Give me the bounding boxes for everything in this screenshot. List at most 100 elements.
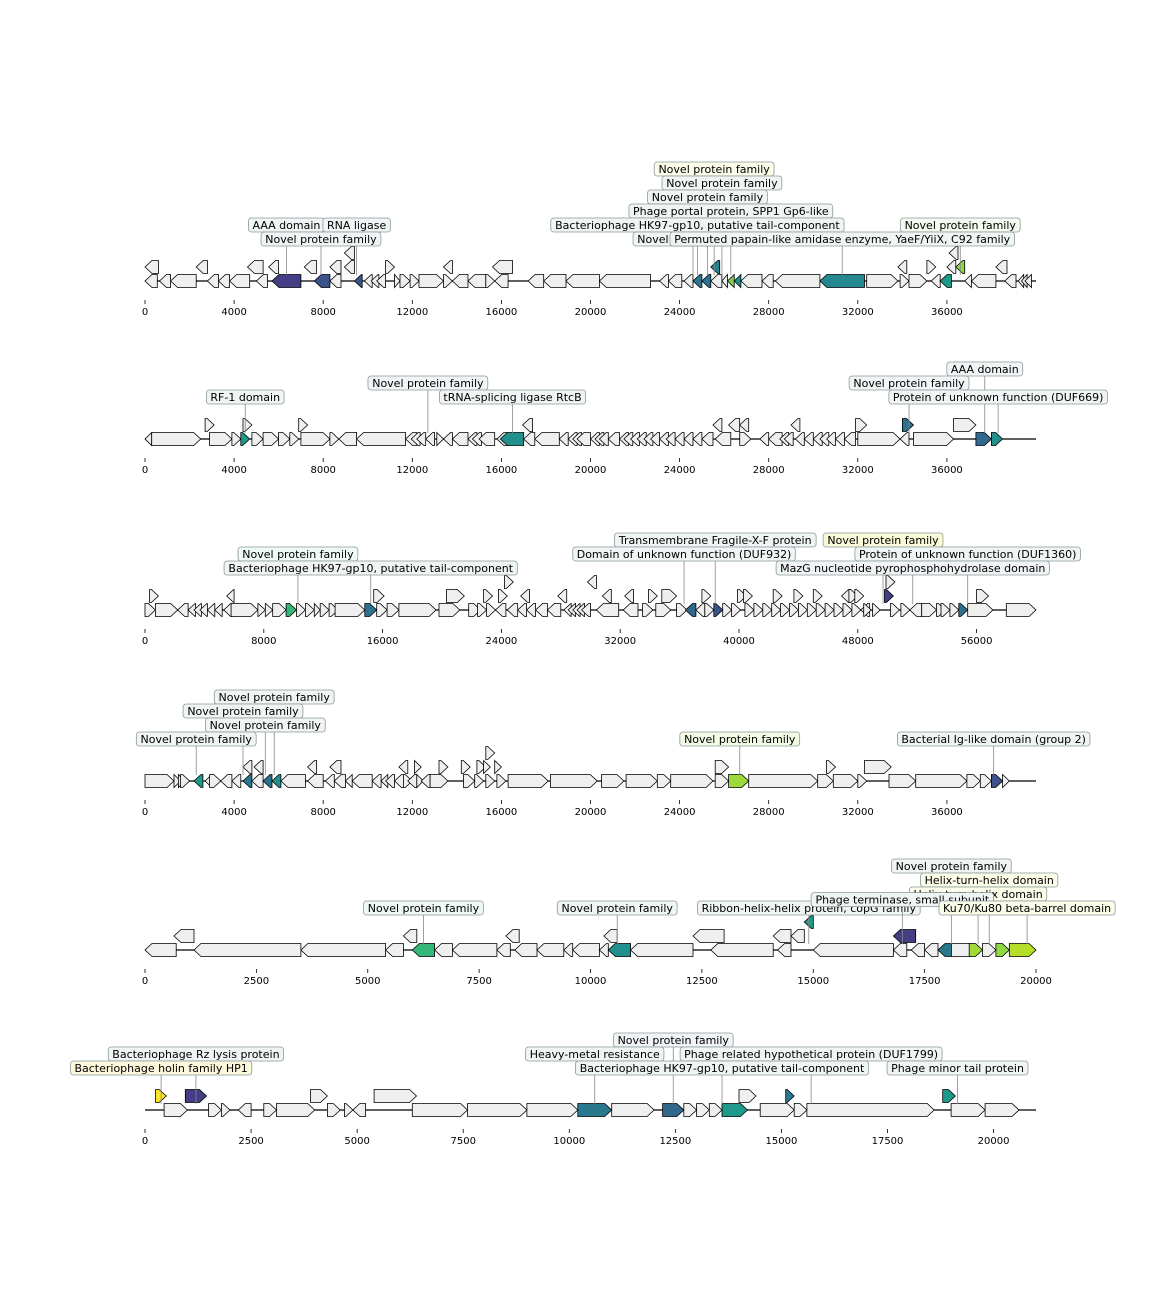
gene-arrow: [494, 603, 507, 617]
gene-arrow: [692, 929, 725, 943]
label-box: [888, 389, 1108, 405]
gene-annotation-label: Novel protein family: [182, 703, 304, 775]
gene-arrow: [748, 774, 819, 788]
gene-arrow: [208, 1103, 222, 1117]
label-text: Novel protein family: [187, 705, 299, 718]
gene-arrow: [209, 774, 222, 788]
gene-arrow: [300, 943, 387, 957]
gene-arrow: [964, 273, 972, 289]
label-text: Phage related hypothetical protein (DUF1…: [684, 1048, 938, 1061]
gene-arrow: [924, 943, 939, 957]
gene-arrow: [226, 589, 235, 603]
label-text: AAA domain: [253, 219, 321, 232]
gene-arrow: [683, 1103, 698, 1117]
axis-tick-label: 12000: [396, 307, 428, 318]
gene-arrow: [476, 760, 487, 774]
gene-arrow: [728, 418, 741, 432]
gene-arrow: [926, 260, 937, 274]
gene-arrow: [667, 274, 683, 288]
axis-tick-label: 28000: [753, 465, 785, 476]
label-text: Novel protein family: [652, 191, 764, 204]
gene-arrow: [497, 589, 508, 603]
label-box: [679, 731, 801, 747]
axis-tick-label: 24000: [664, 307, 696, 318]
gene-arrow: [565, 274, 600, 288]
label-box: [896, 731, 1091, 747]
gene-arrow: [909, 603, 923, 617]
gene-arrow: [1005, 603, 1037, 617]
label-text: Novel protein family: [372, 377, 484, 390]
gene-arrow: [376, 274, 387, 288]
gene-arrow: [442, 432, 453, 446]
gene-arrow: [499, 432, 525, 446]
gene-arrow: [857, 432, 901, 446]
gene-arrow: [300, 432, 331, 446]
axis-tick-label: 16000: [485, 307, 517, 318]
gene-arrow: [851, 603, 862, 617]
gene-arrow: [496, 943, 511, 957]
gene-arrow: [863, 603, 872, 617]
label-text: Novel protein family: [562, 902, 674, 915]
gene-arrow: [674, 432, 685, 446]
gene-arrow: [958, 603, 969, 617]
gene-arrow: [414, 759, 422, 775]
gene-arrow: [438, 760, 449, 774]
gene-arrow: [899, 432, 910, 446]
gene-arrow: [659, 432, 669, 446]
label-text: Novel protein family: [658, 163, 770, 176]
label-text: Ku70/Ku80 beta-barrel domain: [943, 902, 1111, 915]
gene-arrow: [485, 274, 496, 288]
gene-arrow: [794, 432, 805, 446]
gene-arrow: [402, 929, 418, 943]
gene-arrow: [888, 774, 917, 788]
gene-arrow: [144, 774, 175, 788]
gene-arrow: [832, 774, 859, 788]
gene-annotation-label: Bacteriophage HK97-gp10, putative tail-c…: [574, 1060, 870, 1104]
gene-arrow: [815, 603, 826, 617]
axis-tick-label: 10000: [553, 1136, 585, 1147]
gene-arrow: [834, 432, 845, 446]
gene-arrow: [885, 575, 896, 589]
gene-arrow: [976, 589, 990, 603]
gene-annotation-label: Novel protein family: [204, 717, 326, 775]
gene-arrow: [642, 603, 654, 617]
gene-arrow: [307, 760, 317, 774]
gene-arrow: [966, 774, 981, 788]
gene-arrow: [586, 575, 597, 589]
gene-arrow: [623, 432, 634, 446]
gene-arrow: [363, 274, 373, 288]
gene-arrow: [696, 1103, 710, 1117]
gene-arrow: [567, 603, 576, 617]
gene-arrow: [714, 760, 730, 774]
gene-arrow: [704, 603, 715, 617]
gene-annotation-label: Novel protein family: [661, 175, 783, 275]
gene-arrow: [214, 603, 223, 617]
axis-tick-label: 5000: [344, 1136, 369, 1147]
gene-arrow: [144, 260, 159, 274]
gene-arrow: [173, 773, 182, 789]
gene-arrow: [731, 603, 742, 617]
gene-arrow: [872, 603, 881, 617]
label-text: Transmembrane Fragile-X-F protein: [618, 534, 812, 547]
label-text: Bacteriophage HK97-gp10, putative tail-c…: [555, 219, 840, 232]
gene-arrow: [740, 274, 763, 288]
label-box: [204, 717, 326, 733]
gene-arrow: [144, 943, 177, 957]
gene-annotation-label: Novel protein family: [848, 375, 970, 433]
gene-arrow: [385, 774, 395, 788]
gene-arrow: [692, 432, 703, 446]
gene-arrow: [581, 603, 591, 617]
label-box: [556, 900, 678, 916]
gene-arrow: [319, 603, 330, 617]
gene-arrow: [910, 943, 925, 957]
label-text: RNA ligase: [327, 219, 386, 232]
gene-arrow: [478, 432, 496, 446]
gene-arrow: [643, 432, 654, 446]
gene-arrow: [351, 774, 373, 788]
gene-annotation-label: Domain of unknown function (DUF932): [572, 546, 796, 604]
gene-annotation-label: RF-1 domain: [206, 389, 285, 433]
gene-arrow: [824, 603, 835, 617]
axis-tick-label: 12000: [396, 807, 428, 818]
label-box: [363, 900, 484, 916]
